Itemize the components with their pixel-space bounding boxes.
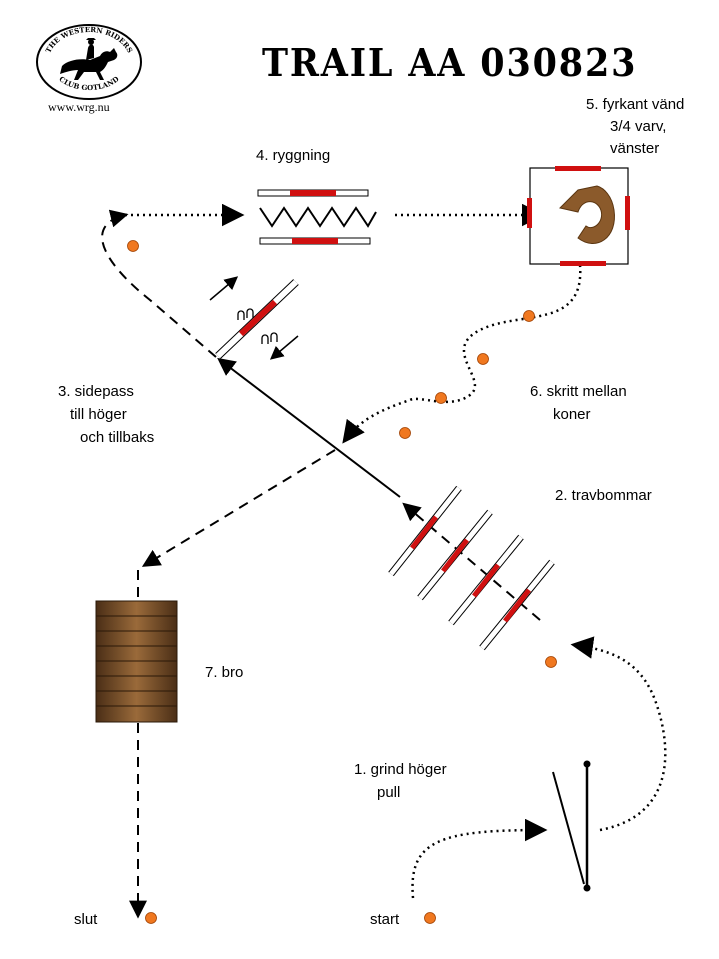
label-station-3-line1: 3. sidepass bbox=[58, 383, 134, 400]
label-station-7: 7. bro bbox=[205, 664, 244, 681]
hoof-icon bbox=[237, 308, 278, 344]
label-station-5-line3: vänster bbox=[610, 140, 660, 157]
turn-arrow-icon bbox=[559, 185, 615, 244]
cone bbox=[477, 353, 489, 365]
cone bbox=[424, 912, 436, 924]
backing-chute bbox=[257, 189, 377, 245]
label-station-2: 2. travbommar bbox=[555, 487, 652, 504]
label-station-3-line2: till höger bbox=[70, 406, 127, 423]
cone bbox=[435, 392, 447, 404]
horse-rider-icon bbox=[60, 38, 118, 80]
label-start: start bbox=[370, 911, 400, 928]
trot-pole bbox=[448, 534, 524, 626]
club-url: www.wrg.nu bbox=[48, 100, 110, 114]
gate bbox=[552, 760, 591, 892]
label-station-4: 4. ryggning bbox=[256, 147, 331, 164]
arrow-down-left-icon bbox=[269, 335, 299, 360]
label-station-5-line1: 5. fyrkant vänd bbox=[586, 96, 685, 113]
trot-pole bbox=[417, 509, 493, 601]
path-to-bridge bbox=[141, 449, 336, 567]
path-sidepass bbox=[217, 357, 401, 498]
bridge bbox=[95, 600, 178, 723]
cones bbox=[127, 240, 557, 924]
page-title: TRAIL AA 030823 bbox=[262, 40, 638, 85]
turn-square bbox=[527, 166, 630, 266]
label-station-5-line2: 3/4 varv, bbox=[610, 118, 667, 135]
club-logo: THE WESTERN RIDERS CLUB GOTLAND bbox=[34, 22, 144, 107]
label-station-6-line1: 6. skritt mellan bbox=[530, 383, 627, 400]
arrow-up-right-icon bbox=[209, 276, 239, 301]
path-gate-to-poles bbox=[570, 636, 667, 832]
trot-poles bbox=[388, 485, 555, 651]
label-station-1-line2: pull bbox=[377, 784, 401, 801]
path-start-to-gate bbox=[411, 818, 548, 899]
cone bbox=[145, 912, 157, 924]
label-station-3-line3: och tillbaks bbox=[80, 429, 155, 446]
path-to-backing bbox=[101, 209, 217, 358]
zigzag-icon bbox=[259, 206, 377, 228]
cone bbox=[545, 656, 557, 668]
trot-pole bbox=[479, 559, 555, 651]
trot-pole bbox=[388, 485, 462, 577]
label-station-1-line1: 1. grind höger bbox=[354, 761, 447, 778]
label-station-6-line2: koner bbox=[553, 406, 591, 423]
sidepass-pole bbox=[209, 276, 299, 360]
cone bbox=[399, 427, 411, 439]
cone bbox=[127, 240, 139, 252]
cone bbox=[523, 310, 535, 322]
path-trot-poles bbox=[402, 502, 541, 621]
label-end: slut bbox=[74, 911, 98, 928]
path-cones-walk bbox=[342, 264, 582, 444]
